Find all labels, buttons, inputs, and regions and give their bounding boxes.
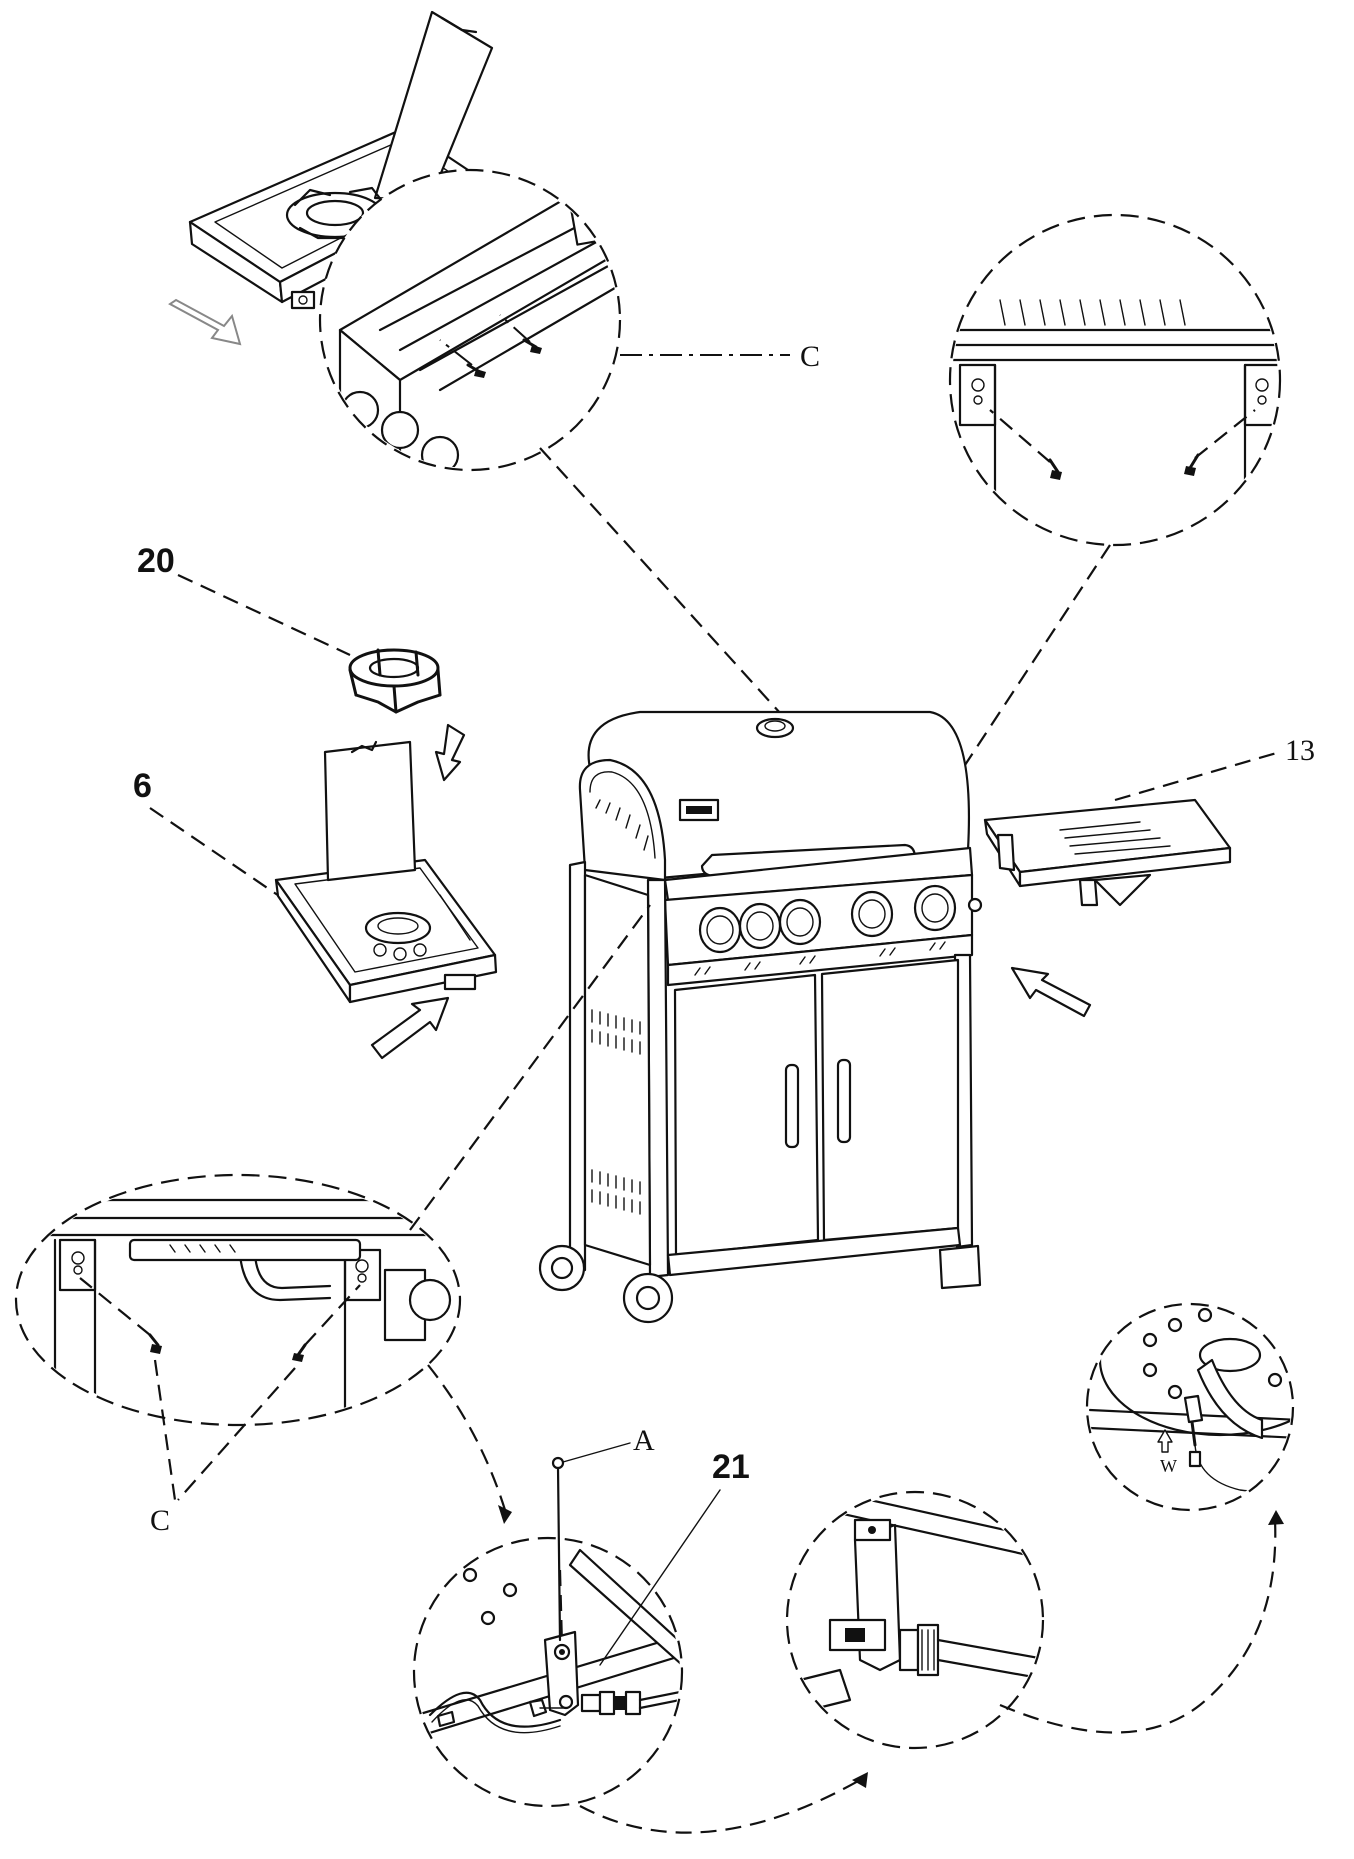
side-vents <box>591 1009 641 1215</box>
callout-w: W <box>1160 1456 1177 1476</box>
arrowhead-icon-1 <box>498 1505 512 1524</box>
label-part-20: 20 <box>137 542 175 580</box>
leader-part-20 <box>177 574 351 656</box>
left-arrow-icon-right <box>1010 966 1092 1018</box>
detail-circle-thermocouple <box>1085 1302 1295 1512</box>
leader-top-detail-to-grill <box>539 447 791 725</box>
leader-burner-detail-to-grill <box>409 904 651 1231</box>
label-part-21: 21 <box>712 1448 750 1486</box>
detail-circle-burner-screws <box>14 1173 462 1427</box>
leader-part-13 <box>1114 750 1281 802</box>
arrowhead-icon-2 <box>852 1772 868 1788</box>
leader-a <box>562 1442 631 1463</box>
up-arrow-icon <box>1157 1429 1173 1453</box>
arrowhead-icon-3 <box>1268 1510 1284 1525</box>
down-arrow-icon <box>434 723 466 782</box>
side-burner-part-6 <box>274 740 498 1004</box>
leader-part-6 <box>149 807 286 901</box>
detail-circle-shelf-screws <box>948 213 1282 547</box>
callout-c-top: C <box>800 340 820 373</box>
side-shelf-part-13 <box>983 798 1232 907</box>
detail-circle-valve-bracket <box>412 1456 684 1808</box>
callout-a: A <box>633 1424 655 1457</box>
leader-shelf-detail-to-grill <box>964 544 1111 766</box>
leader-curve-to-bottom-detail <box>427 1364 507 1511</box>
label-part-6: 6 <box>133 767 152 805</box>
callout-c-bottom: C <box>150 1504 170 1537</box>
direction-arrow-icon <box>168 298 242 346</box>
detail-circle-hose-connection <box>785 1490 1045 1750</box>
gas-grill-main <box>538 710 983 1324</box>
screw-a-shaft <box>556 1465 562 1642</box>
right-arrow-icon-left <box>370 996 450 1060</box>
leader-curve-br-to-small <box>999 1519 1277 1734</box>
detail-circle-side-mount-top <box>318 168 622 472</box>
burner-grate-part-20 <box>348 648 442 714</box>
leader-curve-bc-to-br <box>579 1779 861 1834</box>
leader-c-bottom-2 <box>177 1367 296 1501</box>
leader-part-21 <box>599 1489 721 1666</box>
label-part-13: 13 <box>1285 734 1315 767</box>
